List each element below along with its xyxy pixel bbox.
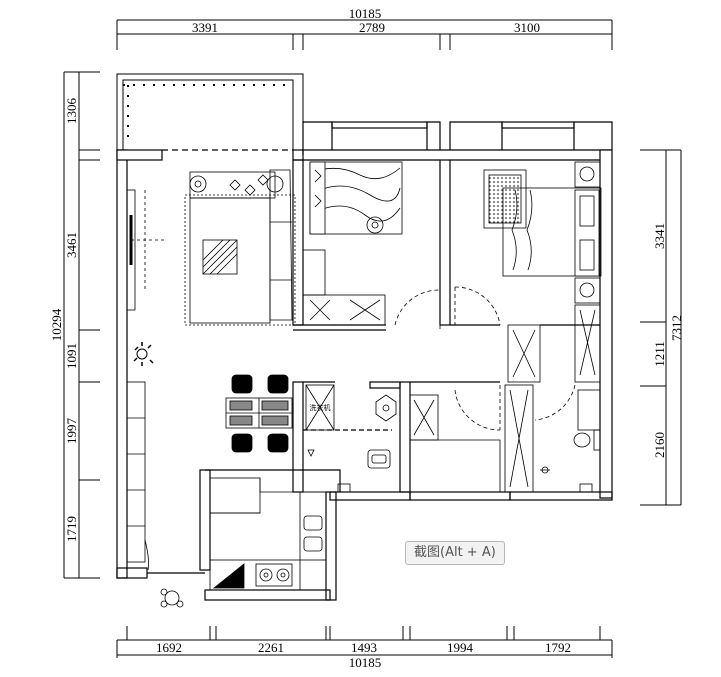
dim-top-total: 10185 xyxy=(349,6,382,21)
dim-top-3: 3100 xyxy=(514,20,540,35)
dim-bottom-4: 1994 xyxy=(447,640,474,655)
dim-bottom-3: 1493 xyxy=(351,640,377,655)
dim-bottom-1: 1692 xyxy=(156,640,182,655)
dim-bottom-total: 10185 xyxy=(349,655,382,670)
dim-left-total: 10294 xyxy=(49,308,64,341)
bedroom-2 xyxy=(454,161,602,383)
plant-icon xyxy=(133,342,154,366)
dim-left-2: 3461 xyxy=(64,232,79,258)
dim-bottom-5: 1792 xyxy=(545,640,571,655)
dim-right-3: 2160 xyxy=(652,432,667,458)
bedroom-1 xyxy=(302,161,441,330)
dim-left-3: 1091 xyxy=(64,343,79,369)
dimension-lines xyxy=(63,19,682,658)
walls xyxy=(116,121,613,601)
stool-icon xyxy=(160,588,184,608)
dim-top-1: 3391 xyxy=(192,20,218,35)
screenshot-tooltip: 截图(Alt + A) xyxy=(405,541,505,565)
dim-bottom-2: 2261 xyxy=(258,640,284,655)
dim-right-2: 1211 xyxy=(652,341,667,367)
dining-set xyxy=(225,374,293,453)
tv-cabinet xyxy=(126,189,165,311)
dim-left-1: 1306 xyxy=(64,98,79,125)
dim-left-5: 1719 xyxy=(64,516,79,542)
shoe-cabinet xyxy=(126,381,149,571)
laundry-label: 洗衣机 xyxy=(310,403,331,412)
bathroom: 洗衣机 xyxy=(305,384,601,493)
dim-right-1: 3341 xyxy=(652,223,667,249)
dim-top-2: 2789 xyxy=(359,20,385,35)
dim-right-total: 7312 xyxy=(669,315,684,341)
sofa-set xyxy=(184,169,296,326)
dim-left-4: 1997 xyxy=(64,418,79,445)
cabinets xyxy=(409,324,576,493)
dimension-labels: 10185 3391 2789 3100 1692 2261 1493 1994… xyxy=(49,6,684,670)
balcony xyxy=(116,73,304,150)
kitchen xyxy=(209,477,330,591)
